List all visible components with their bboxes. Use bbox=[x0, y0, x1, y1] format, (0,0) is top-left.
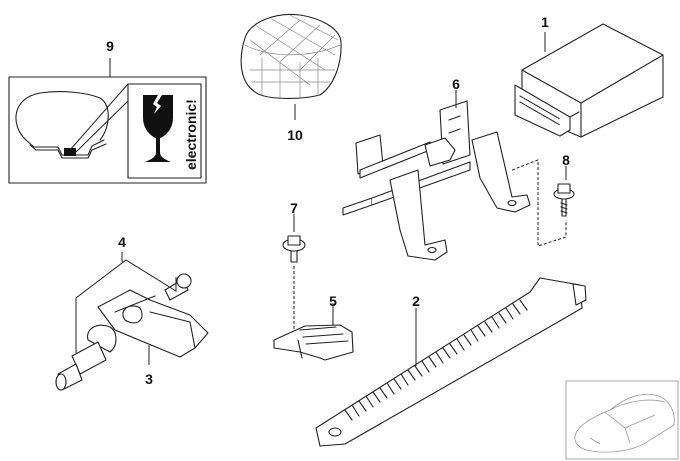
car-outline-icon bbox=[574, 393, 675, 453]
screw-8-part[interactable] bbox=[553, 183, 575, 217]
warning-label-part[interactable]: electronic! bbox=[8, 76, 207, 184]
callout-2[interactable]: 2 bbox=[412, 293, 420, 309]
sensor-in-tire-icon bbox=[64, 148, 76, 156]
callout-7[interactable]: 7 bbox=[290, 200, 298, 216]
vehicle-thumbnail[interactable] bbox=[565, 380, 679, 460]
label-frame bbox=[8, 76, 207, 184]
callout-8[interactable]: 8 bbox=[562, 152, 570, 168]
label-text: electronic! bbox=[183, 99, 199, 170]
fragile-glass-icon bbox=[143, 95, 173, 162]
callout-6[interactable]: 6 bbox=[452, 76, 460, 92]
callout-4[interactable]: 4 bbox=[118, 234, 126, 250]
callout-10[interactable]: 10 bbox=[287, 127, 303, 143]
control-unit-part[interactable] bbox=[514, 23, 664, 138]
screw-7-part[interactable] bbox=[282, 235, 306, 263]
callout-3[interactable]: 3 bbox=[145, 371, 153, 387]
tire-icon bbox=[15, 91, 109, 141]
callout-9[interactable]: 9 bbox=[106, 38, 114, 54]
thumbnail-frame bbox=[565, 380, 679, 460]
tpms-sensor-part[interactable] bbox=[97, 289, 209, 358]
callout-1[interactable]: 1 bbox=[541, 14, 549, 30]
clip-part[interactable] bbox=[273, 324, 354, 361]
label-inner-frame bbox=[127, 83, 202, 179]
foam-cover-part[interactable] bbox=[240, 13, 342, 99]
cable-strap-part[interactable] bbox=[315, 277, 587, 447]
callout-5[interactable]: 5 bbox=[329, 293, 337, 309]
valve-stem-part[interactable] bbox=[55, 324, 117, 391]
bracket-part[interactable] bbox=[342, 100, 531, 261]
